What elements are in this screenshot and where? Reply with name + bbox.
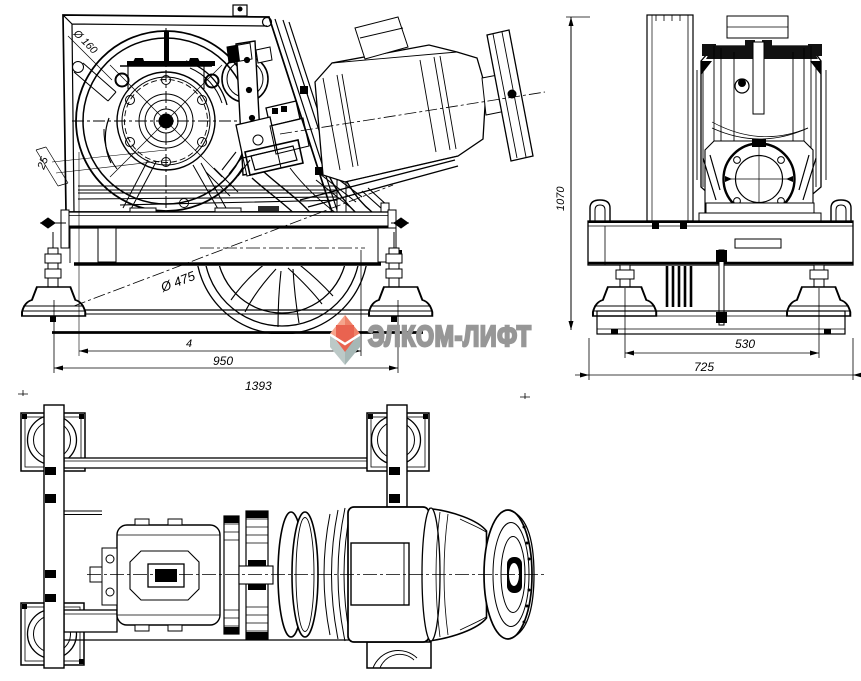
svg-text:Ø 475: Ø 475	[158, 268, 198, 295]
svg-text:950: 950	[213, 354, 233, 368]
svg-text:Ø 160: Ø 160	[70, 27, 100, 57]
svg-text:530: 530	[735, 337, 755, 351]
svg-text:25: 25	[35, 155, 51, 172]
svg-text:725: 725	[694, 360, 714, 374]
svg-text:1393: 1393	[245, 379, 272, 393]
svg-text:1070: 1070	[555, 186, 567, 211]
svg-text:4: 4	[186, 338, 192, 350]
